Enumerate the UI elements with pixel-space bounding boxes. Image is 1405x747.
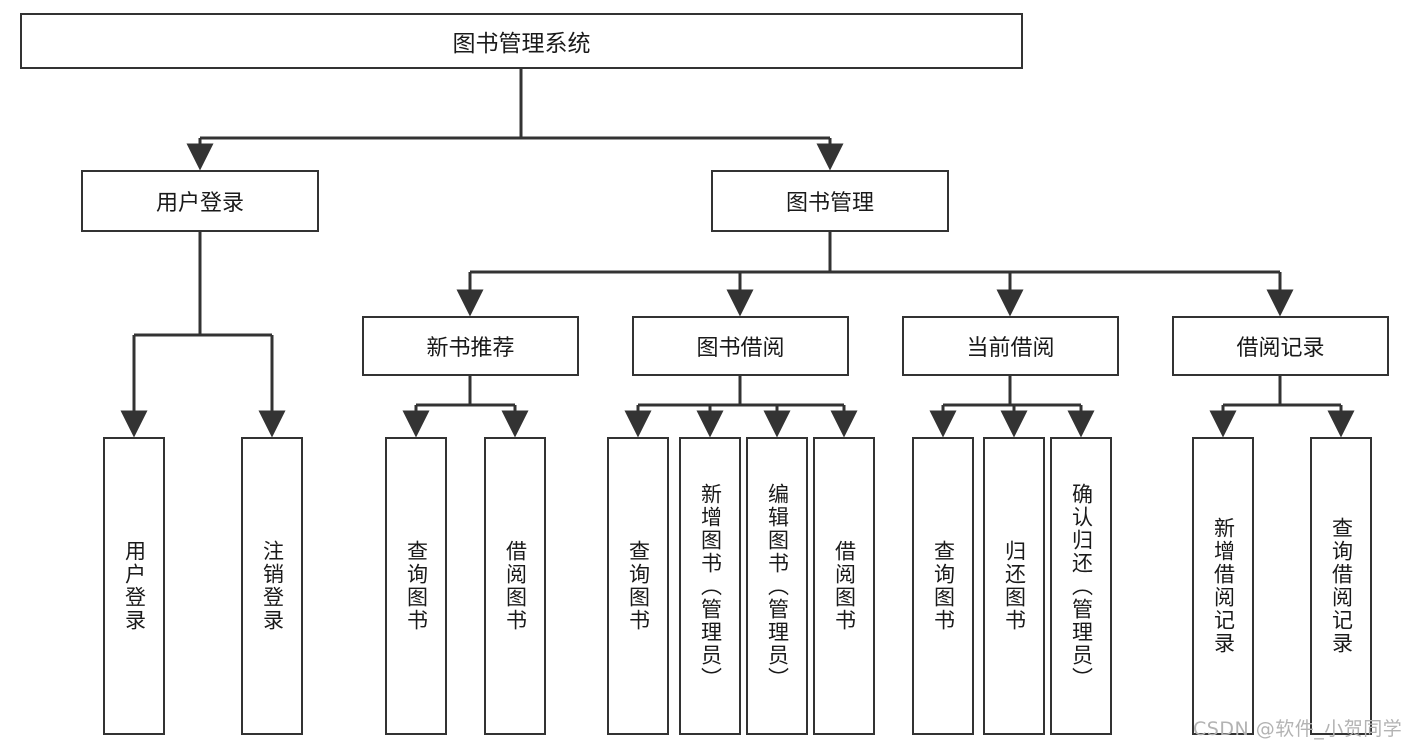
- node-root-label: 图书管理系统: [452, 31, 591, 57]
- node-new-book-recommend[interactable]: 新书推荐: [362, 316, 579, 376]
- leaf-cb-confirm-return-admin-label: 确认归还（管理员）: [1069, 482, 1094, 690]
- leaf-nb-query-book[interactable]: 查询图书: [385, 437, 447, 735]
- leaf-br-add-record[interactable]: 新增借阅记录: [1192, 437, 1254, 735]
- leaf-cb-query-book-label: 查询图书: [931, 540, 956, 632]
- leaf-bb-query-book-label: 查询图书: [626, 540, 651, 632]
- leaf-nb-borrow-book[interactable]: 借阅图书: [484, 437, 546, 735]
- node-book-management-label: 图书管理: [785, 191, 874, 216]
- leaf-bb-add-book-admin-label: 新增图书（管理员）: [698, 482, 723, 690]
- node-root[interactable]: 图书管理系统: [20, 13, 1023, 69]
- leaf-logout-label: 注销登录: [260, 540, 285, 632]
- node-user-login[interactable]: 用户登录: [81, 170, 319, 232]
- node-borrow-record[interactable]: 借阅记录: [1172, 316, 1389, 376]
- node-current-borrow-label: 当前借阅: [966, 336, 1055, 361]
- leaf-cb-return-book[interactable]: 归还图书: [983, 437, 1045, 735]
- leaf-bb-borrow-book[interactable]: 借阅图书: [813, 437, 875, 735]
- leaf-br-query-record-label: 查询借阅记录: [1329, 517, 1354, 655]
- node-book-borrow-label: 图书借阅: [696, 336, 785, 361]
- leaf-bb-add-book-admin[interactable]: 新增图书（管理员）: [679, 437, 741, 735]
- node-current-borrow[interactable]: 当前借阅: [902, 316, 1119, 376]
- leaf-br-query-record[interactable]: 查询借阅记录: [1310, 437, 1372, 735]
- leaf-logout[interactable]: 注销登录: [241, 437, 303, 735]
- leaf-cb-confirm-return-admin[interactable]: 确认归还（管理员）: [1050, 437, 1112, 735]
- leaf-bb-edit-book-admin-label: 编辑图书（管理员）: [765, 482, 790, 690]
- leaf-bb-edit-book-admin[interactable]: 编辑图书（管理员）: [746, 437, 808, 735]
- leaf-bb-query-book[interactable]: 查询图书: [607, 437, 669, 735]
- leaf-cb-query-book[interactable]: 查询图书: [912, 437, 974, 735]
- leaf-nb-borrow-book-label: 借阅图书: [503, 540, 528, 632]
- node-book-management[interactable]: 图书管理: [711, 170, 949, 232]
- leaf-bb-borrow-book-label: 借阅图书: [832, 540, 857, 632]
- node-new-book-recommend-label: 新书推荐: [426, 336, 515, 361]
- leaf-nb-query-book-label: 查询图书: [404, 540, 429, 632]
- leaf-br-add-record-label: 新增借阅记录: [1211, 517, 1236, 655]
- node-book-borrow[interactable]: 图书借阅: [632, 316, 849, 376]
- leaf-user-login[interactable]: 用户登录: [103, 437, 165, 735]
- node-user-login-label: 用户登录: [155, 191, 244, 216]
- node-borrow-record-label: 借阅记录: [1236, 336, 1325, 361]
- leaf-user-login-label: 用户登录: [122, 540, 147, 632]
- csdn-watermark: CSDN @软件_小贺同学: [1193, 718, 1403, 740]
- leaf-cb-return-book-label: 归还图书: [1002, 540, 1027, 632]
